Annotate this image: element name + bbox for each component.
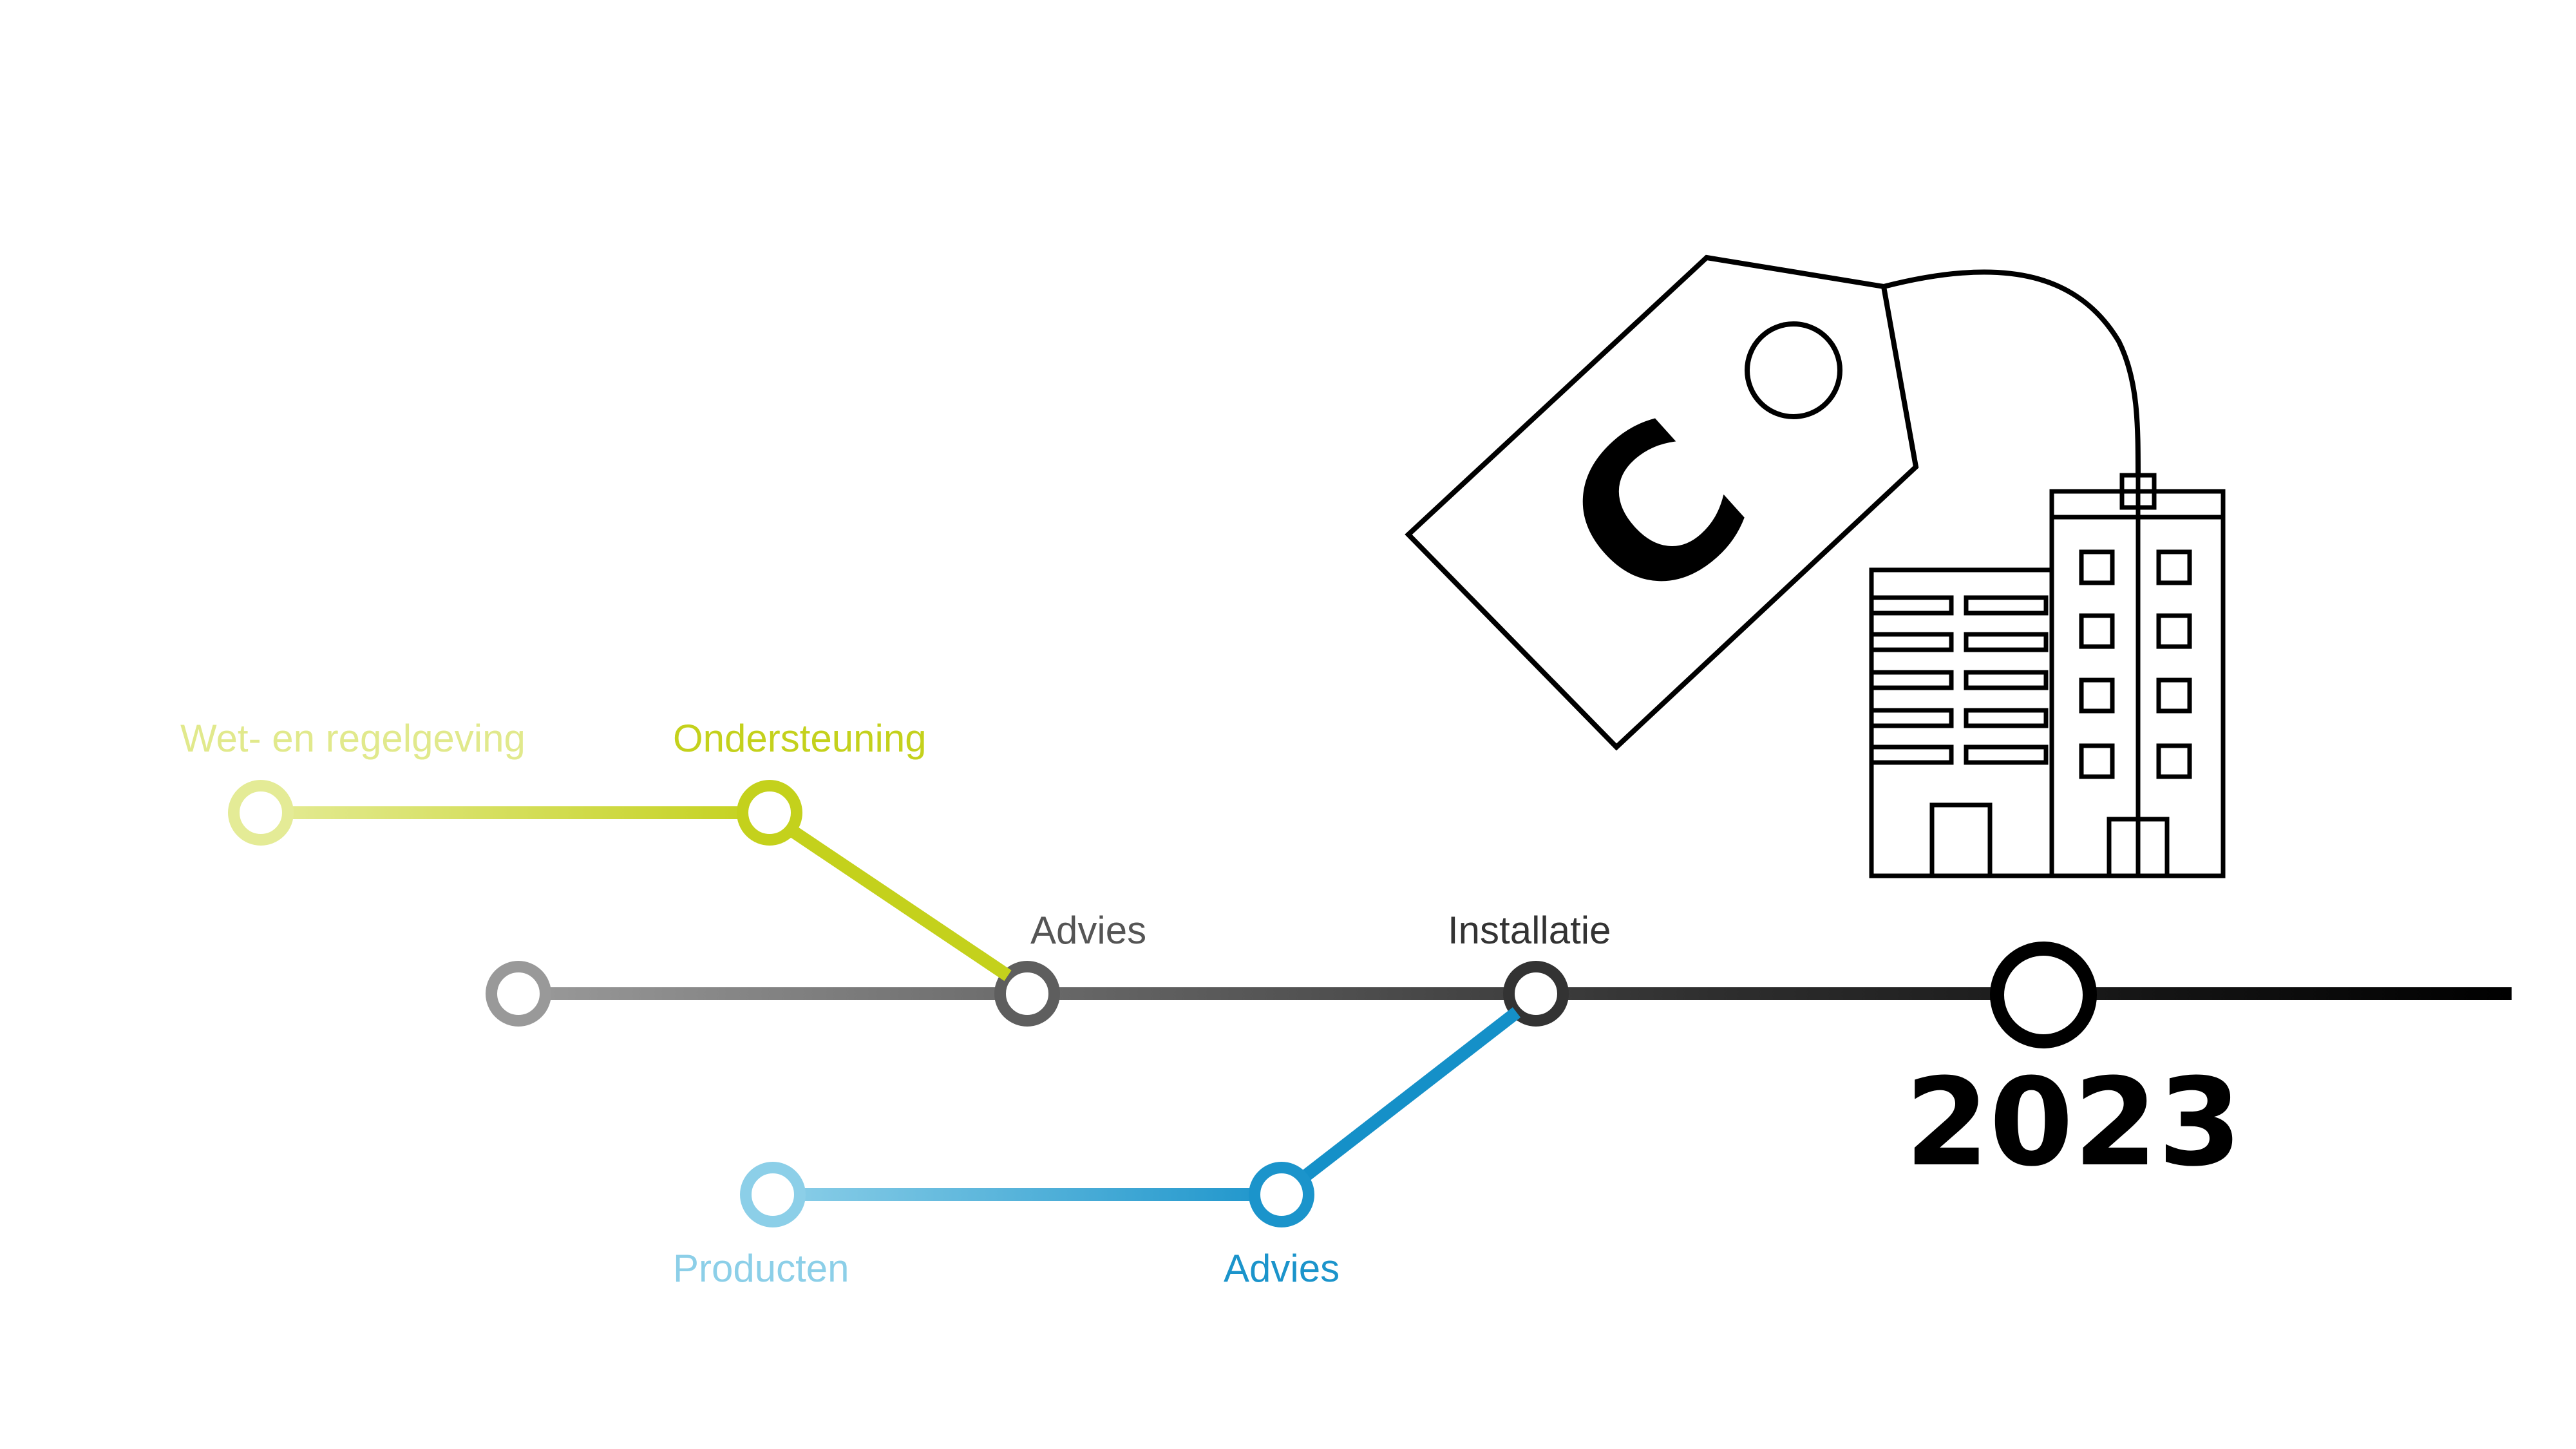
blue-end-node (1249, 1162, 1314, 1227)
building-right-door (2107, 817, 2170, 878)
tag-outline (1405, 254, 1919, 751)
building-left-windows (1869, 595, 2049, 765)
advies-node (994, 961, 1060, 1027)
label-wet-en-regelgeving: Wet- en regelgeving (180, 717, 526, 760)
building-right-windows (2079, 549, 2192, 779)
installatie-node (1503, 961, 1569, 1027)
green-connector-line (788, 825, 1012, 981)
tag-string-anchor (2119, 473, 2157, 510)
building-left-door (1929, 802, 1993, 878)
label-advies-main: Advies (1030, 909, 1146, 952)
green-start-node (228, 780, 294, 846)
main-start-node (486, 961, 551, 1027)
green-track (228, 780, 1012, 981)
green-end-node (737, 780, 802, 846)
blue-track (740, 1007, 1521, 1227)
office-buildings-icon (1869, 473, 2226, 878)
blue-connector-line (1298, 1007, 1521, 1184)
label-advies-blue: Advies (1224, 1247, 1340, 1290)
tag-string (1883, 269, 2141, 477)
label-producten: Producten (673, 1247, 849, 1290)
label-installatie: Installatie (1448, 909, 1611, 952)
building-left (1869, 567, 2054, 878)
main-track (486, 942, 2512, 1048)
year-node (1990, 942, 2097, 1048)
tag-letter: C (1520, 373, 1792, 652)
year-label: 2023 (1905, 1052, 2242, 1193)
label-ondersteuning: Ondersteuning (673, 717, 927, 760)
blue-start-node (740, 1162, 806, 1227)
tag-hole (1745, 321, 1842, 419)
